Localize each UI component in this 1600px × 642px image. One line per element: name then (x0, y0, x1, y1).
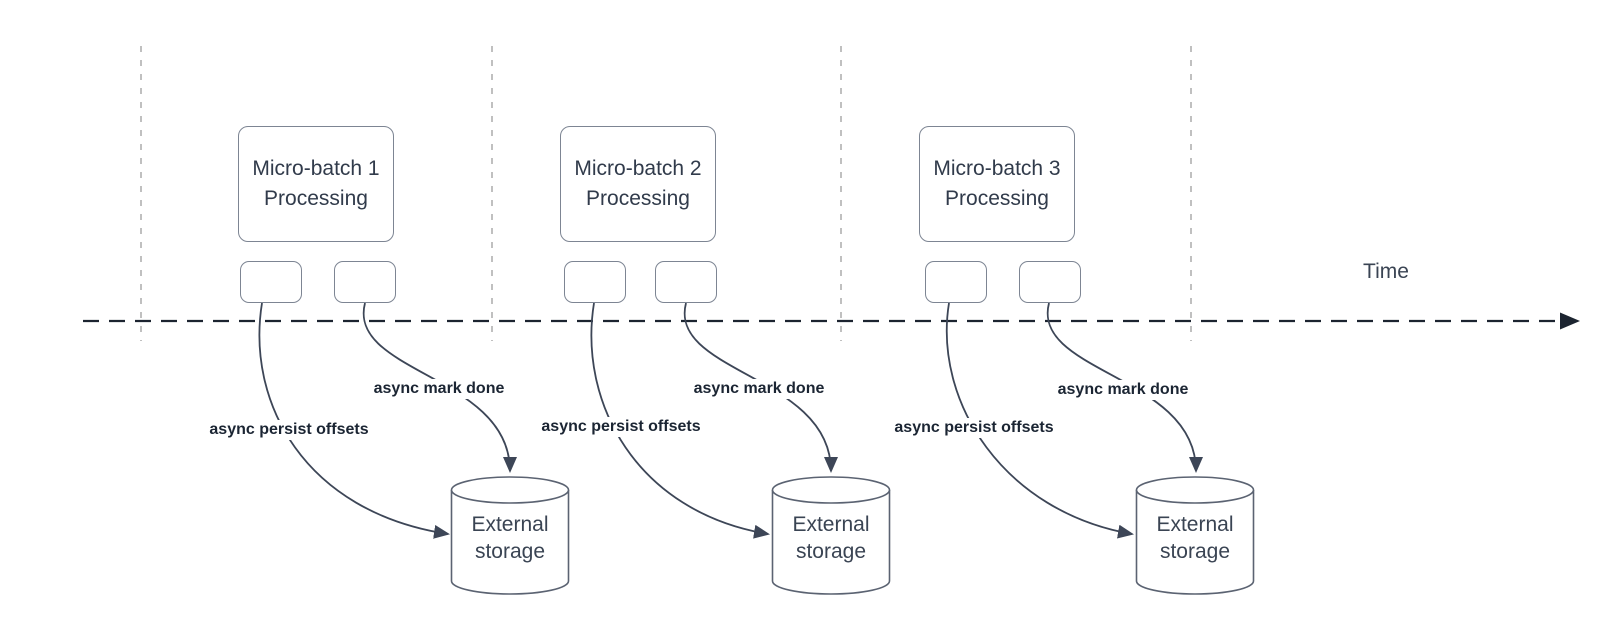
micro-batch-1-offsets-task-box (240, 261, 302, 303)
external-storage-cylinder-2: External storage (771, 476, 891, 598)
persist-offsets-arrow-1 (258, 302, 450, 539)
persist-offsets-arrow-3 (945, 302, 1134, 539)
persist-offsets-label-3: async persist offsets (890, 418, 1058, 438)
micro-batch-3-done-task-box (1019, 261, 1081, 303)
external-storage-label-2: External storage (792, 513, 870, 563)
micro-batch-2-offsets-task-box (564, 261, 626, 303)
cylinder-shape-icon (1135, 476, 1255, 595)
time-axis-arrowhead-icon (1560, 312, 1580, 330)
micro-batch-3-offsets-task-box (925, 261, 987, 303)
external-storage-cylinder-3: External storage (1135, 476, 1255, 598)
persist-offsets-arrow-2 (590, 302, 770, 539)
mark-done-label-1: async mark done (369, 379, 509, 399)
cylinder-shape-icon (771, 476, 891, 595)
mark-done-label-3: async mark done (1053, 380, 1193, 400)
mark-done-arrow-3 (1046, 302, 1203, 473)
persist-offsets-label-1: async persist offsets (205, 420, 373, 440)
mark-done-arrow-1 (362, 302, 517, 473)
micro-batch-3-box: Micro-batch 3 Processing (919, 126, 1075, 242)
micro-batch-1-box: Micro-batch 1 Processing (238, 126, 394, 242)
micro-batch-2-box: Micro-batch 2 Processing (560, 126, 716, 242)
persist-offsets-label-2: async persist offsets (537, 417, 705, 437)
external-storage-label-3: External storage (1156, 513, 1234, 563)
external-storage-label-1: External storage (471, 513, 549, 563)
micro-batch-2-done-task-box (655, 261, 717, 303)
mark-done-label-2: async mark done (689, 379, 829, 399)
micro-batch-1-done-task-box (334, 261, 396, 303)
cylinder-shape-icon (450, 476, 570, 595)
external-storage-cylinder-1: External storage (450, 476, 570, 598)
mark-done-arrow-2 (683, 302, 838, 473)
time-axis-label: Time (1363, 260, 1409, 283)
